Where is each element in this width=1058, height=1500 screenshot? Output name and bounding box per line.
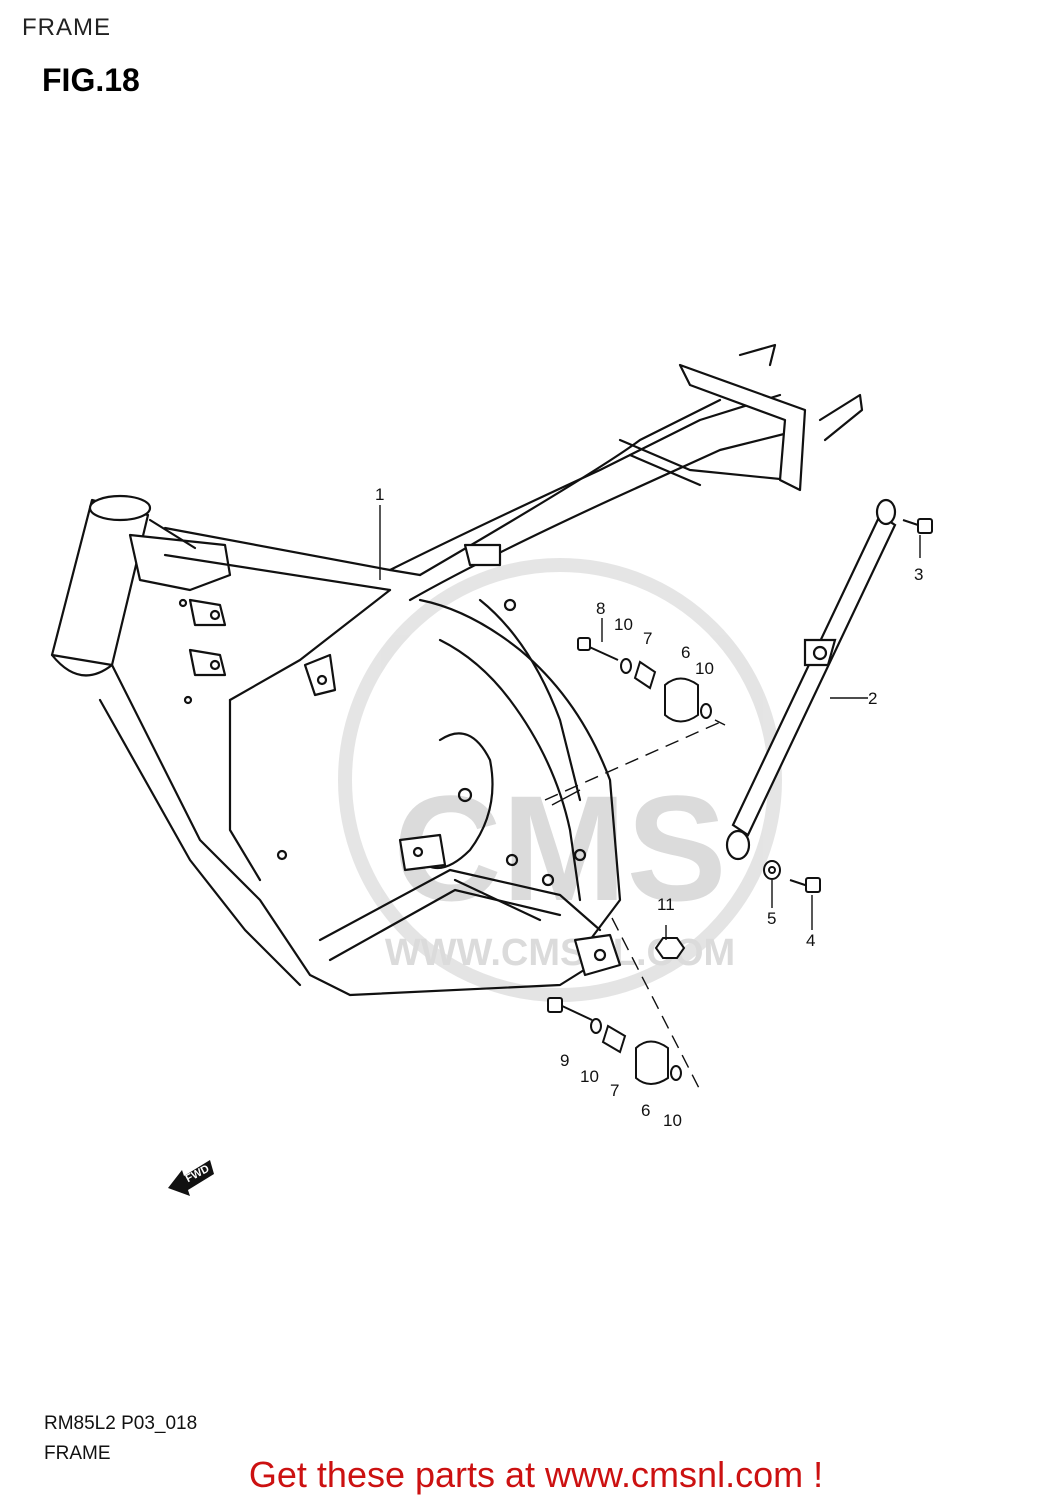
footer-section: FRAME (44, 1443, 111, 1464)
diagram-code: RM85L2 P03_018 (44, 1413, 198, 1434)
callout-10a: 10 (614, 615, 633, 634)
frame-stay (725, 498, 897, 861)
hardware (547, 518, 933, 1085)
callouts: 1 2 3 4 5 6 6 7 7 8 9 10 10 10 10 11 (375, 485, 923, 1130)
callout-6b: 6 (641, 1101, 650, 1120)
forward-arrow-icon: FWD (168, 1160, 214, 1196)
figure-number: FIG.18 (42, 62, 140, 98)
callout-8: 8 (596, 599, 605, 618)
watermark: CMS WWW.CMSNL.COM (338, 558, 782, 1002)
callout-9: 9 (560, 1051, 569, 1070)
promo-link[interactable]: Get these parts at www.cmsnl.com ! (248, 1454, 824, 1495)
callout-2: 2 (868, 689, 877, 708)
callout-3: 3 (914, 565, 923, 584)
callout-1: 1 (375, 485, 384, 504)
watermark-sub: WWW.CMSNL.COM (385, 932, 735, 974)
main-frame (50, 343, 864, 997)
callout-5: 5 (767, 909, 776, 928)
callout-10d: 10 (663, 1111, 682, 1130)
callout-7b: 7 (610, 1081, 619, 1100)
watermark-text: CMS (393, 764, 726, 932)
callout-11: 11 (657, 895, 675, 914)
callout-7a: 7 (643, 629, 652, 648)
section-title: FRAME (22, 14, 111, 41)
callout-4: 4 (806, 931, 815, 950)
callout-6a: 6 (681, 643, 690, 662)
callout-10c: 10 (580, 1067, 599, 1086)
leader-lines (379, 505, 921, 1091)
callout-10b: 10 (695, 659, 714, 678)
